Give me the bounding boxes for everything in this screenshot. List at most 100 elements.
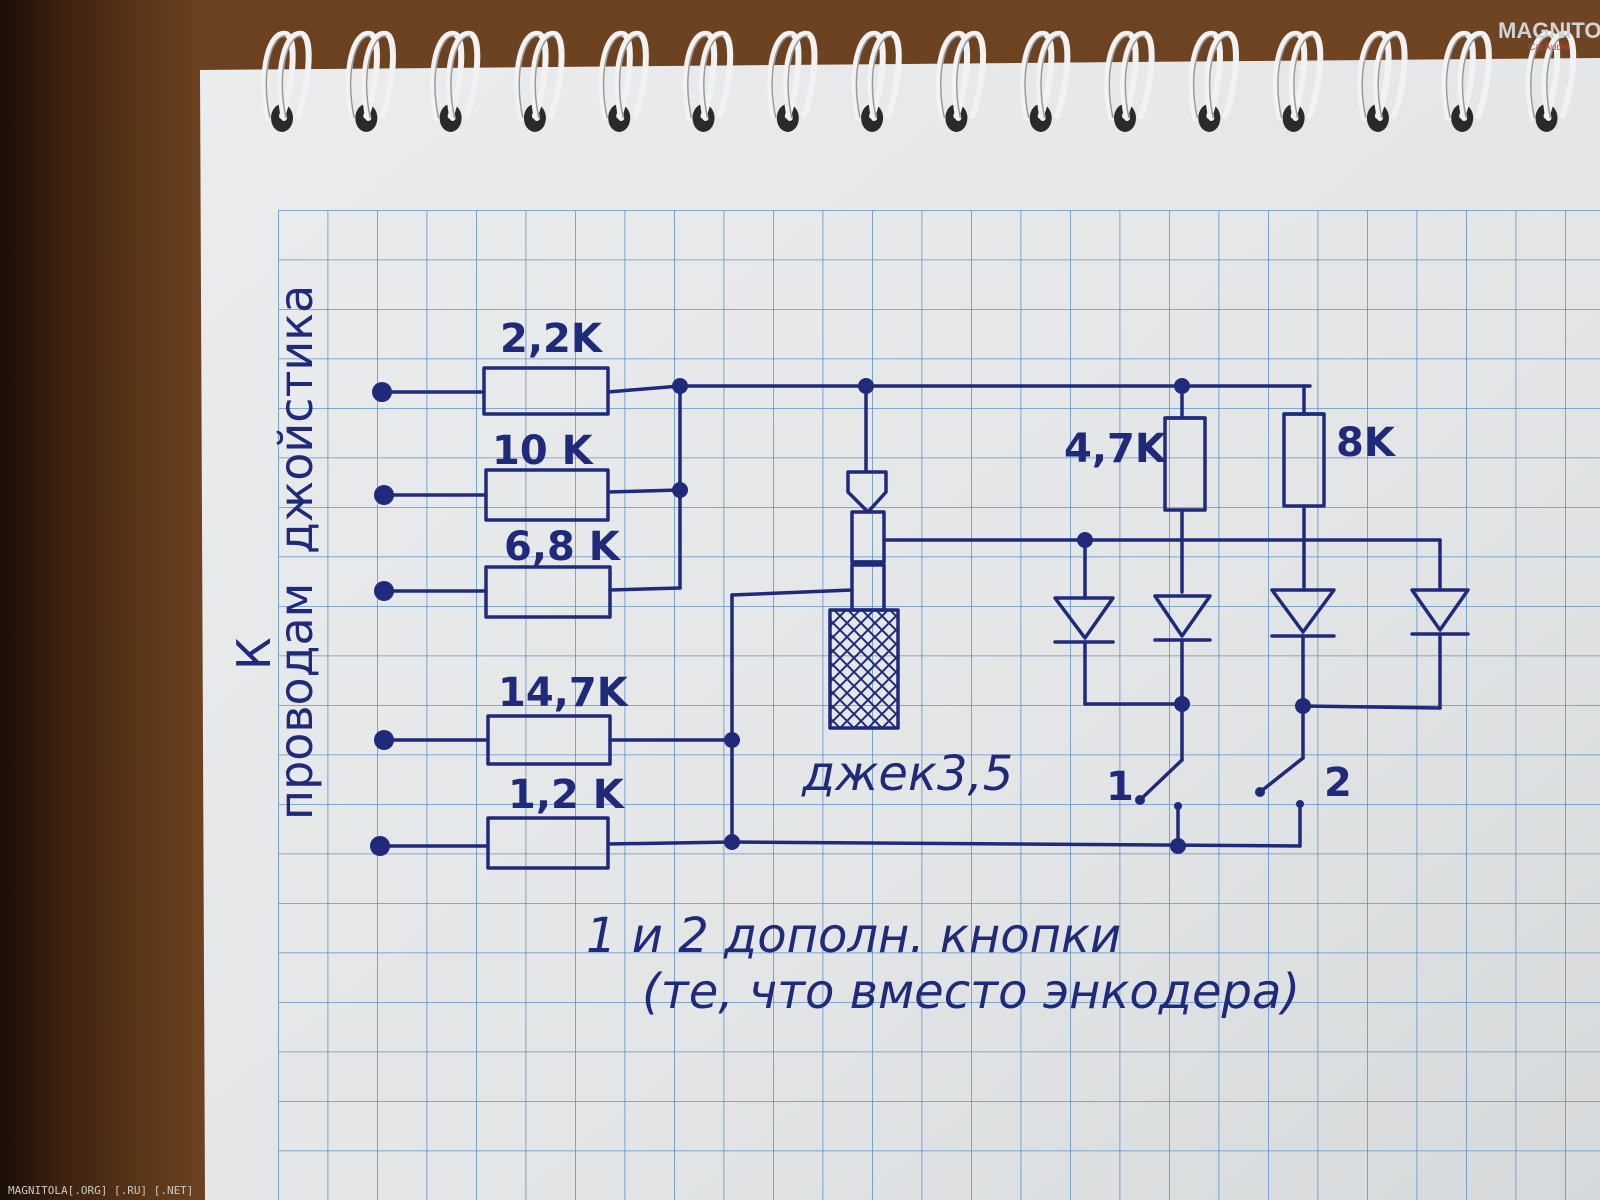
label-jack-3-5: джек3,5 xyxy=(801,746,1013,802)
spiral-ring-shadow xyxy=(1445,35,1467,119)
resistor-6-8k xyxy=(484,565,612,619)
note-line-1: 1 и 2 дополн. кнопки xyxy=(586,908,1121,964)
logo-main: MAGNITOLA xyxy=(1498,18,1600,43)
spiral-ring xyxy=(682,30,718,121)
logo-sub: CarAudio xyxy=(1528,42,1570,53)
spiral-ring-shadow xyxy=(534,35,556,119)
side-label-line-2-a: проводам xyxy=(269,583,323,820)
bottom-bus-wire xyxy=(730,840,1302,848)
spiral-ring-shadow xyxy=(1277,35,1298,119)
spiral-ring xyxy=(1288,30,1324,121)
spiral-ring-shadow xyxy=(450,35,471,119)
switch-2 xyxy=(1258,704,1305,848)
spiral-ring xyxy=(851,30,886,121)
spiral-ring-shadow xyxy=(1377,35,1399,119)
spiral-ring-shadow xyxy=(703,35,724,119)
spiral-ring xyxy=(1357,30,1392,121)
spiral-ring-shadow xyxy=(787,35,808,119)
spiral-ring-shadow xyxy=(1546,35,1567,119)
label-resistor-4-7k: 4,7K xyxy=(1064,426,1168,472)
spiral-ring xyxy=(514,30,549,121)
spiral-ring-shadow xyxy=(855,35,877,119)
spiral-ring xyxy=(429,30,465,121)
spiral-ring-shadow xyxy=(618,35,640,119)
spiral-ring-shadow xyxy=(871,35,893,119)
spiral-ring xyxy=(277,30,312,121)
jack-3-5-connector xyxy=(730,384,1442,730)
note-line-2: (те, что вместо энкодера) xyxy=(642,964,1300,1020)
label-switch-1: 1 xyxy=(1106,764,1134,810)
label-resistor-1-2k: 1,2 K xyxy=(508,772,626,818)
label-resistor-8k: 8K xyxy=(1336,420,1397,466)
spiral-ring-shadow xyxy=(1293,35,1314,119)
label-resistor-6-8k: 6,8 K xyxy=(504,524,622,570)
spiral-ring xyxy=(598,30,633,121)
spiral-ring-shadow xyxy=(365,35,387,119)
spiral-ring xyxy=(767,30,802,121)
spiral-ring xyxy=(614,30,649,121)
spiral-ring-shadow xyxy=(1024,35,1045,119)
spiral-ring xyxy=(698,30,734,121)
label-resistor-2-2k: 2,2K xyxy=(500,316,604,362)
side-label-line-1: К xyxy=(227,637,281,670)
watermark-logo: MAGNITOLA CarAudio xyxy=(1498,18,1600,53)
spiral-ring xyxy=(1373,30,1408,121)
spiral-ring-shadow xyxy=(1461,35,1483,119)
side-label-line-2: проводам джойстика xyxy=(269,285,323,820)
spiral-ring xyxy=(1104,30,1139,121)
spiral-ring-shadow xyxy=(939,35,961,119)
spiral-ring-shadow xyxy=(1208,35,1230,119)
diode-1 xyxy=(1053,538,1115,706)
junction-dots xyxy=(370,378,1311,856)
spiral-ring-shadow xyxy=(1361,35,1383,119)
label-resistor-10k: 10 K xyxy=(492,428,595,474)
resistor-10k xyxy=(484,468,610,522)
spiral-ring xyxy=(783,30,818,121)
spiral-ring xyxy=(345,30,380,121)
spiral-ring xyxy=(530,30,565,121)
spiral-ring xyxy=(1441,30,1476,121)
spiral-ring-shadow xyxy=(1192,35,1214,119)
label-resistor-14-7k: 14,7K xyxy=(498,670,630,716)
spiral-ring xyxy=(951,30,987,121)
diode-3 xyxy=(1270,588,1336,708)
spiral-ring xyxy=(1457,30,1492,121)
spiral-binding xyxy=(261,30,1577,132)
side-label: К проводам джойстика xyxy=(227,285,323,820)
spiral-ring-shadow xyxy=(602,35,624,119)
spiral-ring xyxy=(1272,30,1308,121)
spiral-ring-shadow xyxy=(518,35,540,119)
spiral-ring-shadow xyxy=(281,35,303,119)
spiral-ring xyxy=(1120,30,1155,121)
spiral-ring xyxy=(261,30,296,121)
spiral-ring-shadow xyxy=(1124,35,1146,119)
spiral-ring xyxy=(1036,30,1071,121)
circuit-schematic xyxy=(378,366,1470,870)
spiral-ring-shadow xyxy=(434,35,455,119)
spiral-ring xyxy=(1525,30,1561,121)
spiral-ring-shadow xyxy=(1108,35,1130,119)
spiral-ring-shadow xyxy=(955,35,977,119)
spiral-ring xyxy=(361,30,396,121)
spiral-ring xyxy=(1541,30,1577,121)
spiral-ring xyxy=(1204,30,1239,121)
grid-area xyxy=(278,210,1600,1200)
spiral-ring xyxy=(867,30,902,121)
spiral-ring xyxy=(1020,30,1055,121)
spiral-ring xyxy=(935,30,971,121)
spiral-ring-shadow xyxy=(1040,35,1061,119)
diode-4 xyxy=(1410,538,1470,710)
spiral-ring-shadow xyxy=(687,35,708,119)
spiral-ring-shadow xyxy=(1530,35,1551,119)
spiral-ring-shadow xyxy=(265,35,287,119)
label-switch-2: 2 xyxy=(1324,760,1352,806)
diode-2 xyxy=(1153,594,1212,706)
spiral-ring xyxy=(1188,30,1223,121)
footer-watermark: MAGNITOLA[.ORG] [.RU] [.NET] xyxy=(8,1184,193,1197)
spiral-ring xyxy=(445,30,481,121)
spiral-ring-shadow xyxy=(349,35,371,119)
resistor-4-7k xyxy=(1163,416,1207,512)
spiral-ring-shadow xyxy=(771,35,792,119)
side-label-line-2-b: джойстика xyxy=(269,285,323,554)
